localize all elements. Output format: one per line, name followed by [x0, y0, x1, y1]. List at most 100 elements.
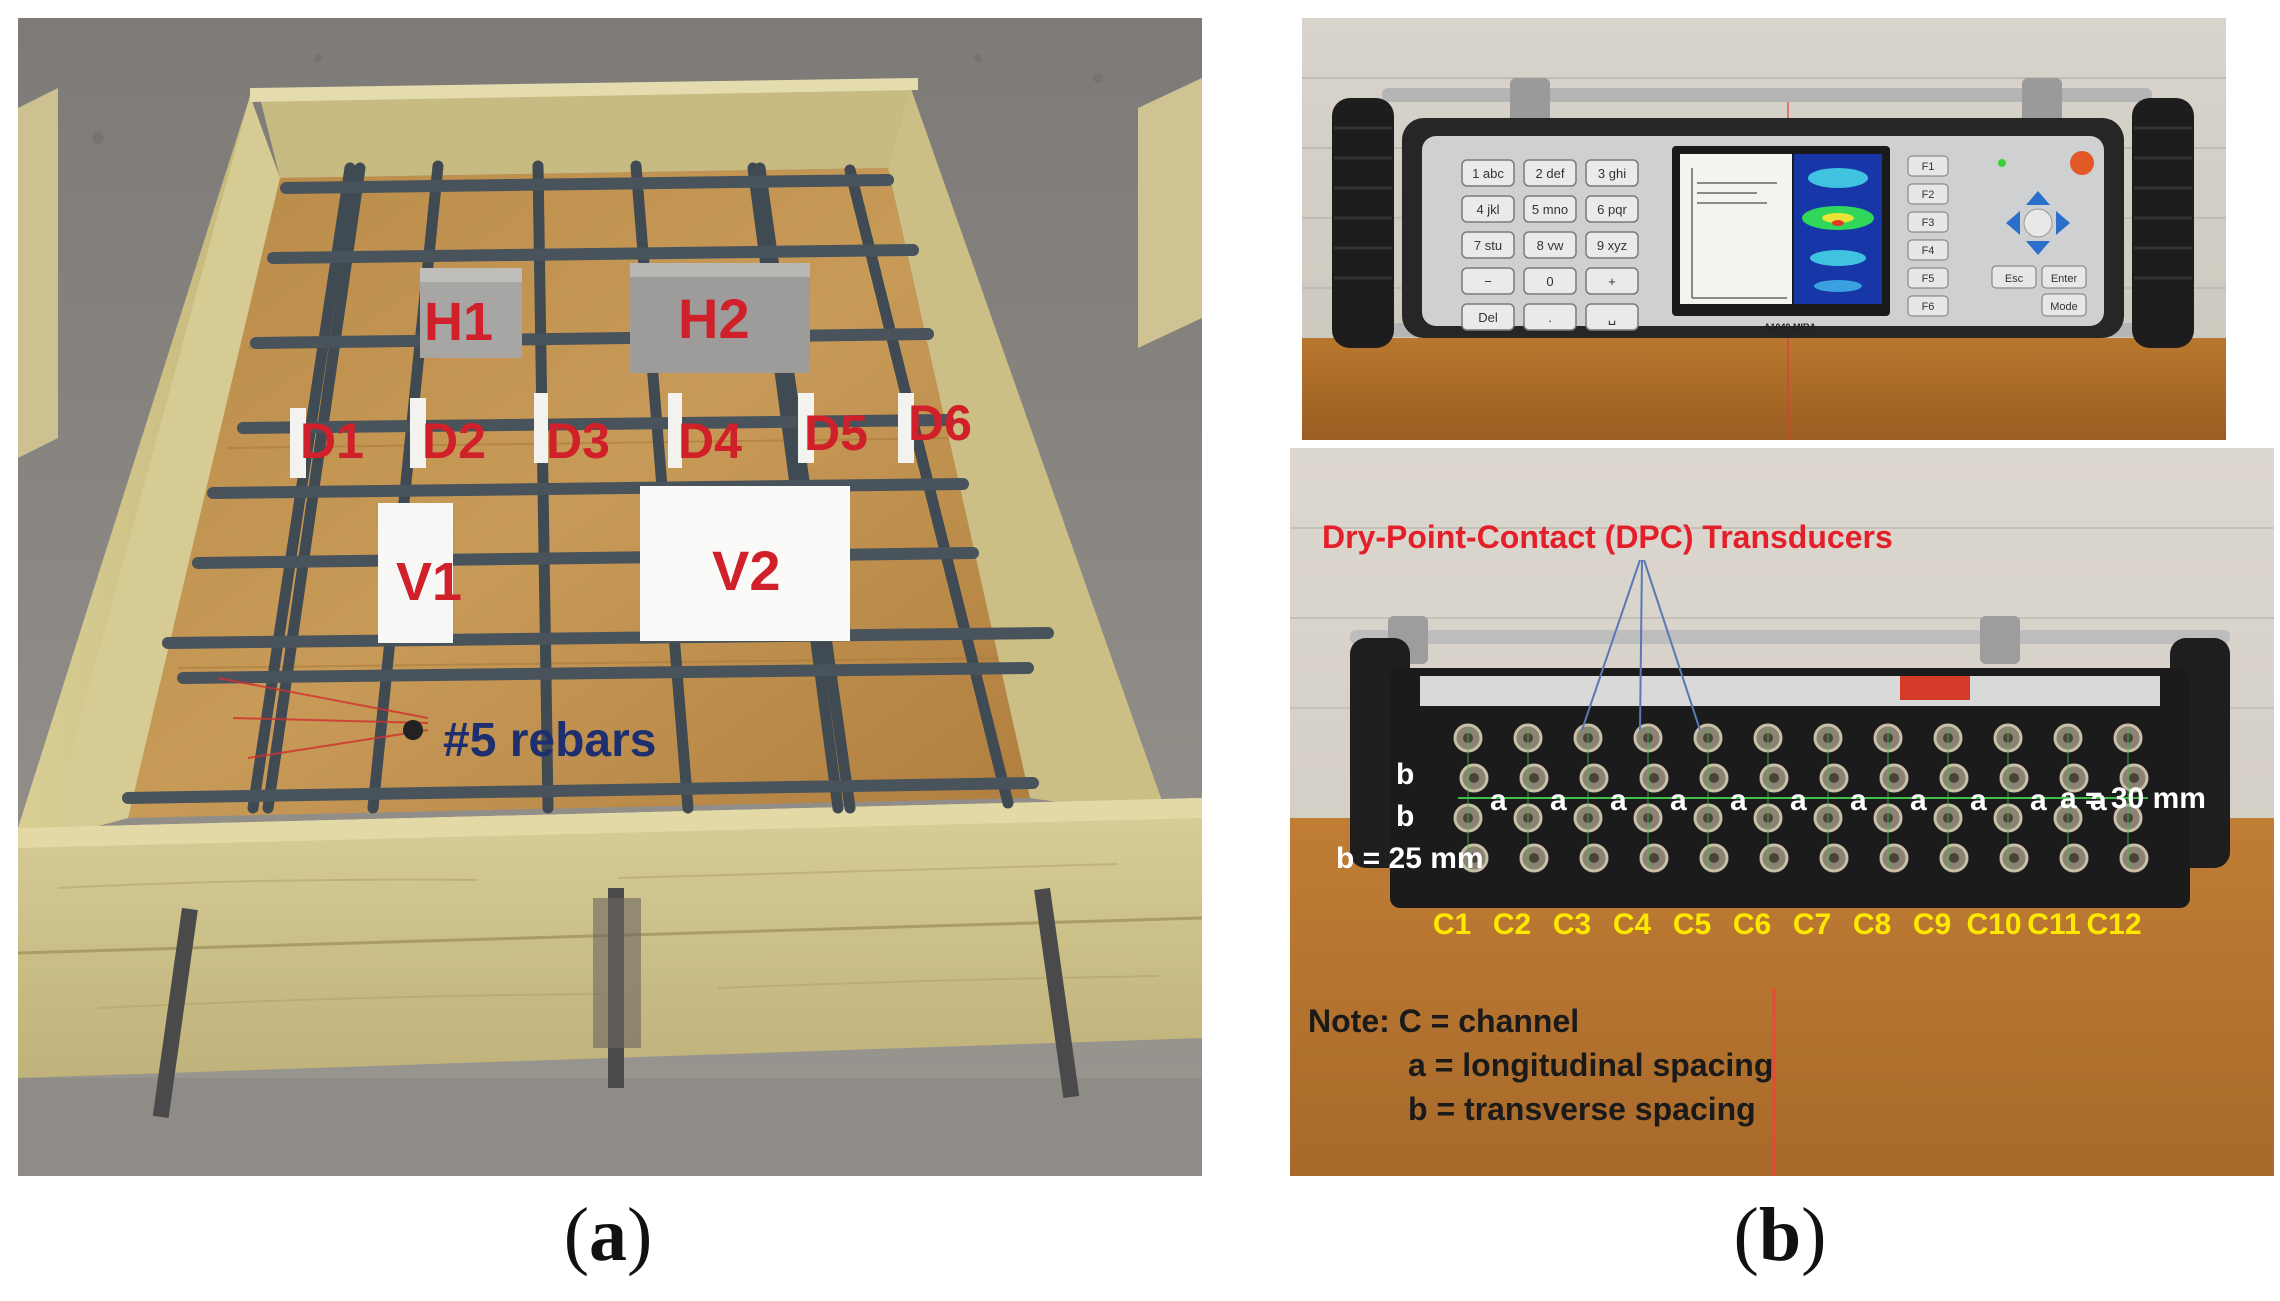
channel-label: C10 [1966, 908, 2021, 941]
device-key-label: 9 xyz [1597, 238, 1627, 253]
device-key-label: + [1608, 274, 1616, 289]
device-key-label: . [1548, 310, 1552, 325]
channel-label: C7 [1793, 908, 1831, 941]
dpc-transducer [1759, 843, 1789, 873]
device-key-label: Del [1478, 310, 1498, 325]
device-function-key[interactable]: F3 [1907, 211, 1949, 233]
dpc-transducer [2059, 843, 2089, 873]
dpc-transducer [1999, 763, 2029, 793]
dpc-transducer [1579, 763, 1609, 793]
device-key[interactable]: ␣ [1585, 303, 1639, 331]
device-key[interactable]: − [1461, 267, 1515, 295]
device-control-key[interactable]: Esc [1991, 265, 2037, 289]
label-v2: V2 [712, 539, 781, 602]
caption-a: (a) [488, 1192, 728, 1279]
device-key-label: 3 ghi [1598, 166, 1626, 181]
a-label: a [1550, 784, 1567, 817]
caption-b-open: ( [1733, 1193, 1759, 1277]
label-d5: D5 [804, 405, 868, 461]
b-value: b = 25 mm [1336, 842, 1484, 875]
device-key[interactable]: 5 mno [1523, 195, 1577, 223]
channel-label: C8 [1853, 908, 1891, 941]
device-key-label: 2 def [1536, 166, 1565, 181]
device-key[interactable]: 1 abc [1461, 159, 1515, 187]
device-key[interactable]: 3 ghi [1585, 159, 1639, 187]
dpc-transducer [1579, 843, 1609, 873]
note-line-1: Note: C = channel [1308, 1003, 1579, 1039]
device-key-label: ␣ [1608, 310, 1616, 325]
device-function-key-label: F3 [1922, 217, 1935, 229]
dpc-transducer [1459, 763, 1489, 793]
device-function-key[interactable]: F5 [1907, 267, 1949, 289]
device-function-key[interactable]: F2 [1907, 183, 1949, 205]
dpc-transducer [1639, 763, 1669, 793]
device-function-key[interactable]: F4 [1907, 239, 1949, 261]
device-key[interactable]: + [1585, 267, 1639, 295]
caption-a-open: ( [563, 1193, 589, 1277]
caption-b-close: ) [1801, 1193, 1827, 1277]
device-function-key-label: F1 [1922, 161, 1935, 173]
device-key[interactable]: 8 vw [1523, 231, 1577, 259]
device-control-key[interactable]: Mode [2041, 293, 2087, 317]
device-key[interactable]: 0 [1523, 267, 1577, 295]
a-value: a = 30 mm [2060, 782, 2206, 815]
label-d4: D4 [678, 413, 742, 469]
device-function-key-label: F4 [1922, 245, 1935, 257]
channel-label: C1 [1433, 908, 1471, 941]
channel-label: C5 [1673, 908, 1711, 941]
label-h2: H2 [678, 287, 750, 350]
dpc-transducer [1519, 763, 1549, 793]
label-d2: D2 [422, 413, 486, 469]
b-label-top: b [1396, 758, 1414, 791]
a-label: a [1730, 784, 1747, 817]
dpc-title: Dry-Point-Contact (DPC) Transducers [1322, 519, 1893, 555]
device-key[interactable]: 6 pqr [1585, 195, 1639, 223]
caption-b: (b) [1660, 1192, 1900, 1279]
device-key-label: 0 [1546, 274, 1553, 289]
b-label-mid: b [1396, 800, 1414, 833]
device-key[interactable]: 4 jkl [1461, 195, 1515, 223]
label-h1: H1 [424, 292, 493, 352]
device-function-key-label: F2 [1922, 189, 1935, 201]
dpc-transducer [1519, 843, 1549, 873]
note-line-3: b = transverse spacing [1408, 1091, 1756, 1127]
a-label: a [1610, 784, 1627, 817]
a-label: a [1970, 784, 1987, 817]
channel-label: C3 [1553, 908, 1591, 941]
a-label: a [1910, 784, 1927, 817]
caption-b-letter: b [1758, 1193, 1802, 1277]
device-control-key-label: Mode [2050, 301, 2078, 313]
photo-formwork: H1 H2 D1 D2 D3 D4 D5 D6 V1 V2 #5 rebars [18, 18, 1202, 1176]
caption-a-close: ) [627, 1193, 653, 1277]
device-key[interactable]: 7 stu [1461, 231, 1515, 259]
device-key[interactable]: Del [1461, 303, 1515, 331]
a-label: a [1490, 784, 1507, 817]
dpc-transducer [1819, 763, 1849, 793]
device-function-key[interactable]: F1 [1907, 155, 1949, 177]
dpc-transducer [2119, 843, 2149, 873]
device-function-key[interactable]: F6 [1907, 295, 1949, 317]
device-control-key[interactable]: Enter [2041, 265, 2087, 289]
channel-label: C12 [2086, 908, 2141, 941]
label-rebars: #5 rebars [443, 714, 657, 767]
device-key[interactable]: 2 def [1523, 159, 1577, 187]
device-keypad: 1 abc 2 def 3 ghi 4 jkl 5 mno 6 pqr 7 stu 8 vw 9… [1461, 159, 1639, 331]
dpc-transducer [1819, 843, 1849, 873]
device-function-key-label: F5 [1922, 273, 1935, 285]
device-key-label: 7 stu [1474, 238, 1502, 253]
dpc-transducer [1699, 763, 1729, 793]
caption-a-letter: a [589, 1193, 627, 1277]
label-v1: V1 [396, 552, 462, 612]
channel-label: C4 [1613, 908, 1652, 941]
transducer-grid [1453, 723, 2149, 873]
dpc-transducer [1699, 843, 1729, 873]
dpc-transducer [1999, 843, 2029, 873]
dpc-transducer [1879, 843, 1909, 873]
a-label: a [2030, 784, 2047, 817]
channel-label: C9 [1913, 908, 1951, 941]
device-key[interactable]: . [1523, 303, 1577, 331]
dpc-transducer [1939, 843, 1969, 873]
device-key[interactable]: 9 xyz [1585, 231, 1639, 259]
